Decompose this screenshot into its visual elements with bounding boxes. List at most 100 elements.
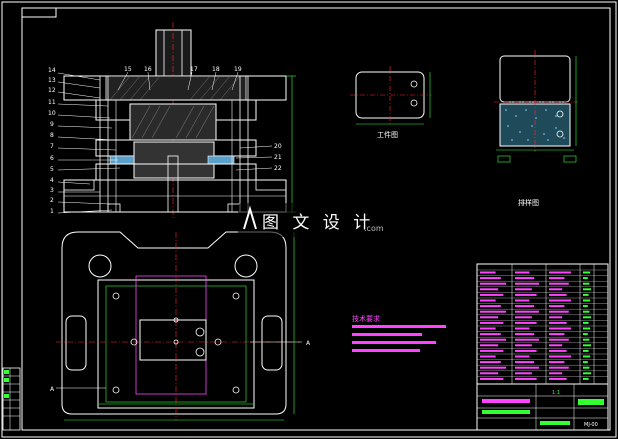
strip-layout <box>494 50 578 163</box>
bom-rows <box>477 269 608 380</box>
section-mark-left: A <box>50 386 55 393</box>
callout-2: 2 <box>50 197 54 204</box>
bom-cell-text <box>549 288 563 291</box>
bom-cell-text <box>480 310 506 313</box>
bom-cell-text <box>515 305 535 308</box>
bom-cell-text <box>549 271 571 274</box>
die-shank <box>155 29 192 77</box>
bom-cell-text <box>549 321 567 324</box>
bom-cell-text <box>480 355 496 358</box>
bom-cell-text <box>480 305 501 308</box>
bom-cell-text <box>480 344 499 347</box>
callout-3: 3 <box>50 187 54 194</box>
callout-10: 10 <box>48 110 56 117</box>
callout-14: 14 <box>48 67 56 74</box>
callout-12: 12 <box>48 87 56 94</box>
callout-6: 6 <box>50 155 54 162</box>
bom-cell-text <box>480 316 499 319</box>
bom-cell-text <box>480 349 504 352</box>
bom-cell-text <box>583 299 591 302</box>
bom-cell-text <box>515 377 537 380</box>
watermark-domain: .com <box>364 224 384 233</box>
section-view <box>63 22 296 220</box>
bom-cell-text <box>549 310 569 313</box>
bom-cell-text <box>549 293 567 296</box>
part-drawing-label: 工件图 <box>377 130 398 139</box>
bom-cell-text <box>480 377 504 380</box>
bom-cell-text <box>583 372 591 375</box>
watermark-logo <box>238 203 378 237</box>
callout-4: 4 <box>50 177 54 184</box>
bom-cell-text <box>583 282 590 285</box>
bom-cell-text <box>583 361 588 364</box>
callout-7: 7 <box>50 143 54 150</box>
bom-cell-text <box>515 366 539 369</box>
title-block-scale: 1:1 <box>552 390 560 396</box>
bom-cell-text <box>480 372 499 375</box>
bom-cell-text <box>549 333 565 336</box>
bom-cell-text <box>583 277 588 280</box>
bom-cell-text <box>549 316 563 319</box>
bom-cell-text <box>549 355 571 358</box>
part-drawing <box>350 66 432 125</box>
callout-5: 5 <box>50 166 54 173</box>
callout-11: 11 <box>48 99 56 106</box>
bom-cell-text <box>549 366 569 369</box>
bom-cell-text <box>583 271 591 274</box>
revision-strip <box>2 367 21 431</box>
bom-cell-text <box>480 361 501 364</box>
bom-cell-text <box>515 361 535 364</box>
bom-cell-text <box>549 377 567 380</box>
bom-cell-text <box>549 282 569 285</box>
bom-cell-text <box>549 338 569 341</box>
bom-cell-text <box>549 372 563 375</box>
callout-20: 20 <box>274 143 282 150</box>
plan-view <box>56 231 302 421</box>
callout-18: 18 <box>212 66 220 73</box>
callout-22: 22 <box>274 165 282 172</box>
bom-cell-text <box>480 277 501 280</box>
watermark-text: 图 文 设 计 <box>262 213 375 233</box>
bom-cell-text <box>480 366 506 369</box>
bom-cell-text <box>515 316 532 319</box>
bom-cell-text <box>515 271 530 274</box>
bom-cell-text <box>480 293 504 296</box>
bom-cell-text <box>480 299 496 302</box>
section-mark-right: A <box>306 340 311 347</box>
bom-cell-text <box>515 338 539 341</box>
bom-cell-text <box>515 310 539 313</box>
bom-cell-text <box>480 271 496 274</box>
bom-cell-text <box>549 361 565 364</box>
bom-cell-text <box>583 344 591 347</box>
bom-cell-text <box>515 355 530 358</box>
bom-cell-text <box>480 333 501 336</box>
bom-cell-text <box>515 299 530 302</box>
bom-table <box>476 263 609 385</box>
bom-cell-text <box>480 282 506 285</box>
bom-cell-text <box>583 310 590 313</box>
bom-cell-text <box>583 355 591 358</box>
bom-cell-text <box>549 349 567 352</box>
callout-16: 16 <box>144 66 152 73</box>
bom-cell-text <box>583 321 589 324</box>
bom-cell-text <box>515 333 535 336</box>
callout-13: 13 <box>48 77 56 84</box>
callout-19: 19 <box>234 66 242 73</box>
bom-cell-text <box>583 366 590 369</box>
bom-cell-text <box>583 316 591 319</box>
strip-layout-label: 排样图 <box>518 198 539 207</box>
callout-1: 1 <box>50 208 54 215</box>
bom-cell-text <box>549 305 565 308</box>
bom-cell-text <box>515 293 537 296</box>
bom-cell-text <box>515 344 532 347</box>
bom-cell-text <box>515 349 537 352</box>
bom-cell-text <box>480 327 496 330</box>
callout-8: 8 <box>50 132 54 139</box>
bom-cell-text <box>549 277 565 280</box>
callout-17: 17 <box>190 66 198 73</box>
corner-tag-box <box>21 7 57 18</box>
bom-cell-text <box>549 344 563 347</box>
bom-cell-text <box>583 293 589 296</box>
